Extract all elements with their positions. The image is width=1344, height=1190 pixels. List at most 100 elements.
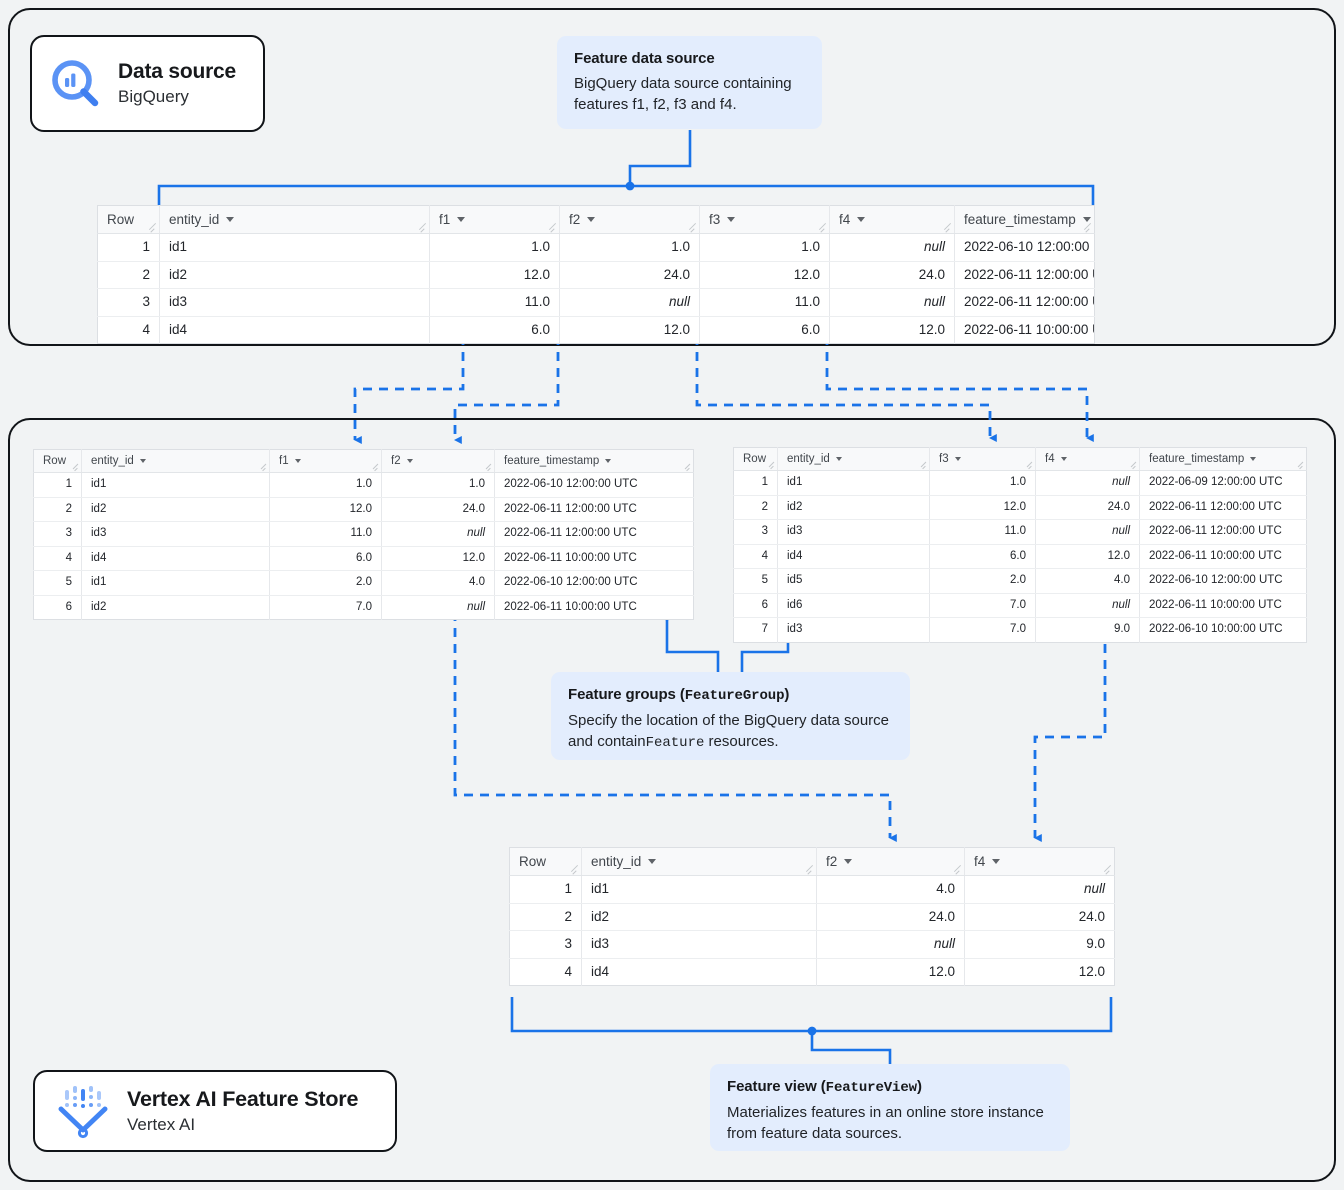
cell-row: 4 [733,544,778,569]
chevron-down-icon[interactable] [587,217,596,223]
column-header-f4[interactable]: f4 [964,847,1115,876]
column-resize-grip-icon[interactable] [768,462,775,469]
column-header-entity_id[interactable]: entity_id [81,449,270,473]
column-resize-grip-icon[interactable] [1297,462,1304,469]
chevron-down-icon[interactable] [648,859,657,865]
cell-feature_timestamp: 2022-06-11 12:00:00 UTC [1139,495,1307,520]
column-resize-grip-icon[interactable] [818,223,827,232]
chevron-down-icon[interactable] [1060,456,1067,461]
column-header-row[interactable]: Row [733,447,778,471]
column-resize-grip-icon[interactable] [1083,223,1092,232]
column-header-row[interactable]: Row [509,847,582,876]
cell-f4: 24.0 [829,261,955,289]
column-resize-grip-icon[interactable] [548,223,557,232]
chevron-down-icon[interactable] [1082,217,1091,223]
column-resize-grip-icon[interactable] [148,223,157,232]
column-resize-grip-icon[interactable] [920,462,927,469]
column-resize-grip-icon[interactable] [372,464,379,471]
column-header-row[interactable]: Row [97,205,160,234]
cell-row: 1 [33,472,82,498]
cell-f3: 6.0 [699,316,830,344]
chevron-down-icon[interactable] [139,458,146,463]
column-header-f4[interactable]: f4 [829,205,955,234]
column-header-f3[interactable]: f3 [699,205,830,234]
column-resize-grip-icon[interactable] [570,865,579,874]
column-header-f2[interactable]: f2 [559,205,700,234]
chip-subtitle: Vertex AI [127,1114,196,1134]
column-header-feature_timestamp[interactable]: feature_timestamp [494,449,694,473]
cell-row: 1 [509,875,582,904]
column-resize-grip-icon[interactable] [684,464,691,471]
column-header-f3[interactable]: f3 [929,447,1036,471]
callout-body-code: Feature [645,734,705,751]
chevron-down-icon[interactable] [226,217,235,223]
column-header-f1[interactable]: f1 [429,205,560,234]
column-resize-grip-icon[interactable] [260,464,267,471]
column-header-entity_id[interactable]: entity_id [777,447,930,471]
cell-f3: 6.0 [929,544,1036,569]
column-header-f4[interactable]: f4 [1035,447,1140,471]
cell-entity_id: id4 [81,546,270,571]
chevron-down-icon[interactable] [857,217,866,223]
column-header-f2[interactable]: f2 [381,449,495,473]
column-header-entity_id[interactable]: entity_id [581,847,817,876]
chevron-down-icon[interactable] [835,456,842,461]
cell-row: 3 [97,288,160,317]
chevron-down-icon[interactable] [954,456,961,461]
column-header-row[interactable]: Row [33,449,82,473]
column-header-entity_id[interactable]: entity_id [159,205,430,234]
column-resize-grip-icon[interactable] [1026,462,1033,469]
callout-title-code: FeatureGroup [684,688,785,704]
column-resize-grip-icon[interactable] [72,464,79,471]
column-resize-grip-icon[interactable] [688,223,697,232]
chevron-down-icon[interactable] [457,217,466,223]
column-header-feature_timestamp[interactable]: feature_timestamp [1139,447,1307,471]
chevron-down-icon[interactable] [992,859,1001,865]
column-resize-grip-icon[interactable] [953,865,962,874]
chevron-down-icon[interactable] [294,458,301,463]
cell-feature_timestamp: 2022-06-09 12:00:00 UTC [1139,470,1307,496]
column-header-f2[interactable]: f2 [816,847,965,876]
column-resize-grip-icon[interactable] [1130,462,1137,469]
callout-body: Specify the location of the BigQuery dat… [568,711,893,753]
chevron-down-icon[interactable] [406,458,413,463]
column-header-feature_timestamp[interactable]: feature_timestamp [954,205,1095,234]
column-resize-grip-icon[interactable] [1103,865,1112,874]
column-resize-grip-icon[interactable] [485,464,492,471]
column-resize-grip-icon[interactable] [943,223,952,232]
chevron-down-icon[interactable] [727,217,736,223]
chevron-down-icon[interactable] [605,458,612,463]
column-resize-grip-icon[interactable] [418,223,427,232]
column-resize-grip-icon[interactable] [805,865,814,874]
chevron-down-icon[interactable] [1250,456,1257,461]
column-header-f1[interactable]: f1 [269,449,382,473]
cell-feature_timestamp: 2022-06-11 10:00:00 UTC [964,321,1095,337]
cell-feature_timestamp: 2022-06-10 12:00:00 UTC [494,472,694,498]
chevron-down-icon[interactable] [844,859,853,865]
